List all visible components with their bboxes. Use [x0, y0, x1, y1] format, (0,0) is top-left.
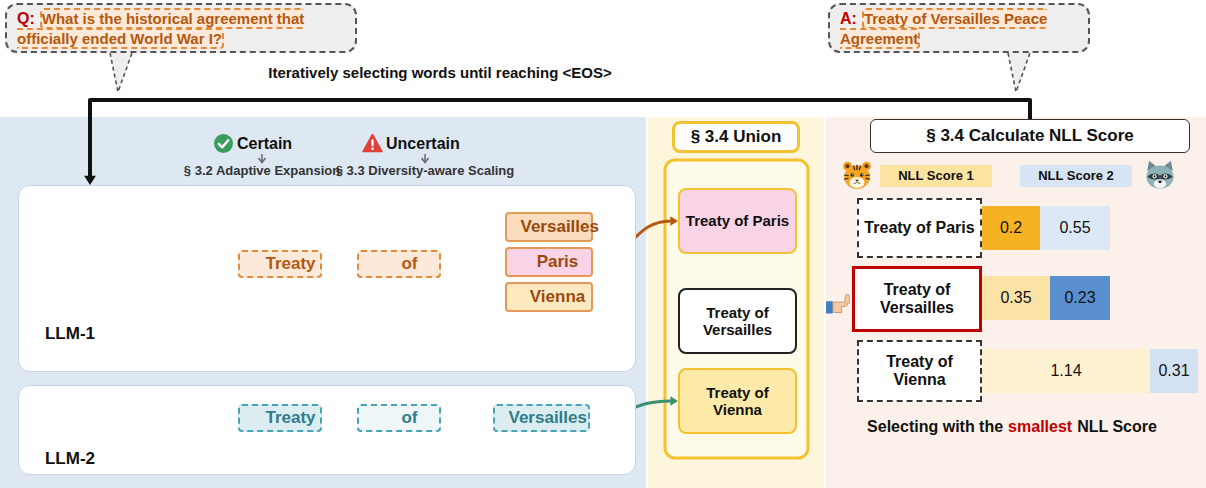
box-label: 0.55 — [1059, 219, 1090, 237]
candidate-answer: Treaty of Vienna — [678, 368, 797, 434]
box-label: Treaty — [254, 408, 328, 428]
section-header: § 3.4 Union — [672, 121, 800, 153]
model-box: LLM-1 Treaty of VersaillesParisVienna — [18, 185, 636, 372]
prefix: Q: — [17, 10, 35, 27]
box-label: of — [373, 254, 447, 274]
box-label: Versailles — [509, 408, 583, 428]
box-label: Treaty of Paris — [864, 219, 974, 237]
token-box: Treaty — [238, 250, 322, 278]
column-header: NLL Score 1 — [880, 165, 992, 187]
selected-answer: Treaty of Versailles — [852, 266, 982, 332]
selection-note: Selecting with the smallest NLL Score — [867, 418, 1157, 436]
box-label: of — [373, 408, 447, 428]
score-bar: 1.14 — [982, 349, 1150, 393]
arrowhead — [84, 176, 96, 185]
token-box: of — [357, 404, 441, 432]
note-text: Selecting with the — [867, 418, 1003, 436]
box-label: § 3.4 Union — [691, 127, 782, 147]
candidate-token: Versailles — [505, 212, 593, 242]
candidate-answer: Treaty of Vienna — [857, 340, 982, 402]
arrowhead — [670, 216, 678, 226]
box-label: Treaty of Versailles — [680, 304, 795, 339]
section-label: § 3.2 Adaptive Expansion — [184, 163, 340, 178]
box-label: 0.35 — [1000, 289, 1031, 307]
box-label: 0.23 — [1064, 289, 1095, 307]
box-label: Treaty of Vienna — [680, 384, 795, 419]
candidate-token: Paris — [505, 247, 593, 277]
callout-text: What is the historical agreement that of… — [17, 8, 304, 49]
token-box: Versailles — [493, 404, 590, 432]
highlight-word: smallest — [1008, 418, 1072, 436]
answer-callout: A:Treaty of Versailles Peace Agreement — [828, 3, 1090, 53]
column-header: NLL Score 2 — [1020, 165, 1132, 187]
state-label: Certain — [237, 135, 292, 153]
model-name: LLM-2 — [33, 449, 107, 469]
box-label: Treaty of Versailles — [855, 281, 979, 318]
box-label: 0.2 — [1000, 219, 1022, 237]
callout-text: Treaty of Versailles Peace Agreement — [840, 8, 1047, 49]
box-label: Treaty of Paris — [686, 212, 789, 229]
candidate-answer: Treaty of Versailles — [678, 288, 797, 354]
box-label: 1.14 — [1050, 362, 1081, 380]
prefix: A: — [840, 10, 857, 27]
section-header: § 3.4 Calculate NLL Score — [870, 119, 1190, 153]
state-label: Uncertain — [386, 135, 460, 153]
box-label: Versailles — [521, 217, 595, 237]
token-box: Treaty — [238, 404, 322, 432]
score-bar: 0.31 — [1150, 349, 1198, 393]
section-label: § 3.3 Diversity-aware Scaling — [336, 163, 514, 178]
candidate-answer: Treaty of Paris — [678, 188, 797, 254]
box-label: Paris — [521, 252, 595, 272]
score-bar: 0.55 — [1040, 206, 1110, 250]
score-bar: 0.2 — [982, 206, 1040, 250]
box-label: NLL Score 1 — [898, 169, 974, 184]
model-name: LLM-1 — [33, 324, 107, 344]
model-box: LLM-2 Treaty of Versailles — [18, 385, 636, 475]
box-label: 0.31 — [1158, 362, 1189, 380]
score-bar: 0.23 — [1050, 276, 1110, 320]
box-label: § 3.4 Calculate NLL Score — [926, 126, 1134, 146]
box-label: NLL Score 2 — [1038, 169, 1114, 184]
box-label: Vienna — [521, 287, 595, 307]
box-label: Treaty of Vienna — [859, 353, 980, 390]
question-callout: Q:What is the historical agreement that … — [5, 3, 357, 53]
candidate-token: Vienna — [505, 282, 593, 312]
candidate-answer: Treaty of Paris — [857, 198, 982, 258]
token-box: of — [357, 250, 441, 278]
arrowhead — [670, 396, 678, 406]
edge-label: Iteratively selecting words until reachi… — [264, 64, 615, 81]
box-label: Treaty — [254, 254, 328, 274]
score-bar: 0.35 — [982, 276, 1050, 320]
note-text: NLL Score — [1077, 418, 1157, 436]
